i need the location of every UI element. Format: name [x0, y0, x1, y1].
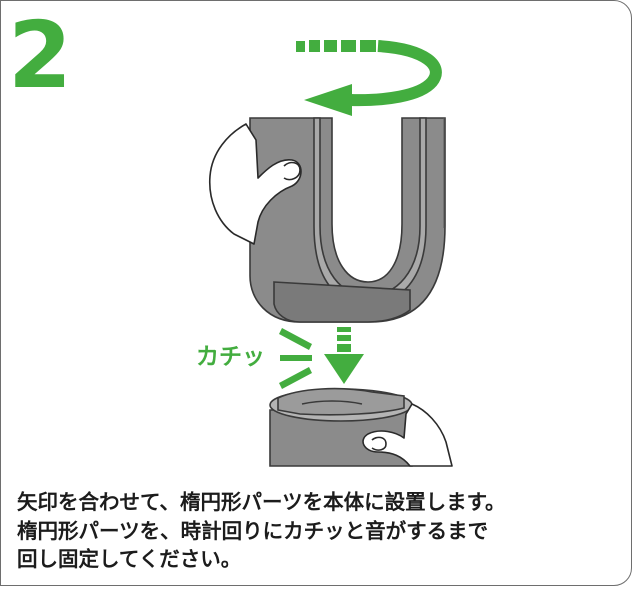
assembly-illustration [208, 40, 453, 467]
click-lines-icon [279, 328, 312, 389]
instruction-line-2: 楕円形パーツを、時計回りにカチッと音がするまで [17, 518, 489, 543]
down-arrow-icon [324, 327, 364, 384]
base-part [269, 387, 413, 467]
loop-amplifier-part [249, 117, 446, 323]
instruction-text: 矢印を合わせて、楕円形パーツを本体に設置します。 楕円形パーツを、時計回りにカチ… [17, 488, 617, 574]
click-sound-label: カチッ [196, 344, 265, 370]
instruction-line-1: 矢印を合わせて、楕円形パーツを本体に設置します。 [17, 490, 506, 514]
rotate-arrow-icon [296, 40, 442, 116]
instruction-line-3: 回し固定してください。 [17, 547, 242, 571]
step-number: 2 [8, 2, 72, 109]
hand-left [208, 123, 302, 245]
hand-right [362, 403, 453, 467]
